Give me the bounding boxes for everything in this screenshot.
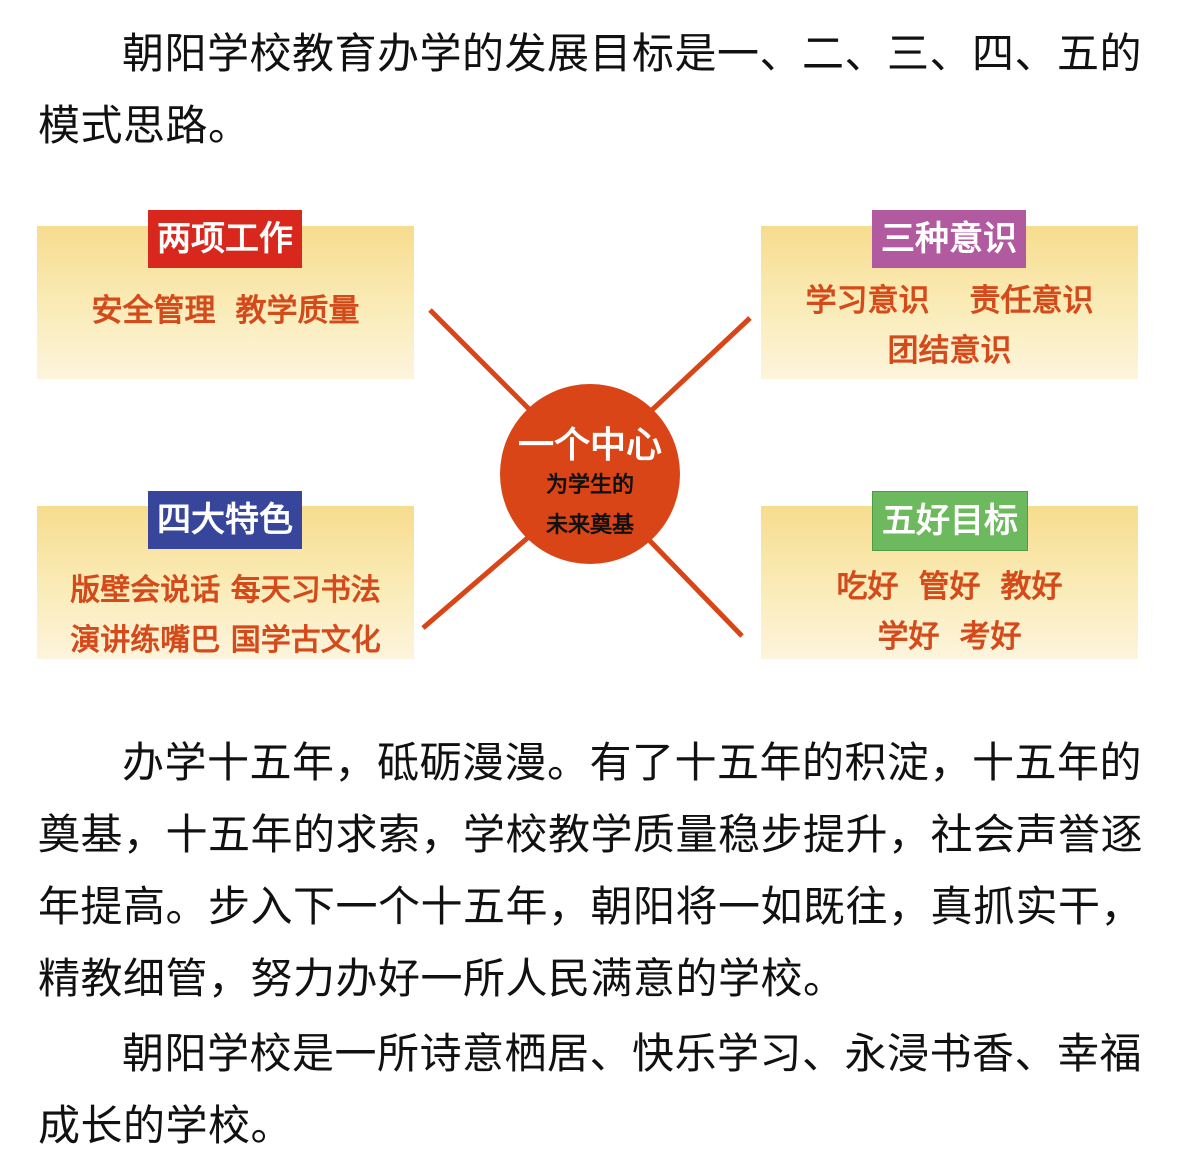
four-features-item: 演讲练嘴巴 bbox=[70, 623, 221, 658]
two-tasks-item: 教学质量 bbox=[235, 293, 360, 329]
history-paragraph: 办学十五年，砥砺漫漫。有了十五年的积淀，十五年的奠基，十五年的求索，学校教学质量… bbox=[38, 727, 1148, 1015]
five-goals-items: 吃好管好教好 学好考好 bbox=[761, 562, 1138, 662]
development-model-diagram: 两项工作 三种意识 四大特色 五好目标 安全管理教学质量 学习意识 责任意识 团结… bbox=[0, 200, 1182, 680]
four-features-item: 国学古文化 bbox=[230, 623, 381, 658]
center-circle: 一个中心 为学生的 未来奠基 bbox=[500, 384, 680, 564]
four-features-item: 版壁会说话 bbox=[70, 573, 221, 608]
five-goals-item: 吃好 bbox=[836, 569, 899, 605]
history-text: 办学十五年，砥砺漫漫。有了十五年的积淀，十五年的奠基，十五年的求索，学校教学质量… bbox=[38, 738, 1144, 1003]
three-awareness-items: 学习意识 责任意识 团结意识 bbox=[761, 276, 1138, 376]
center-title: 一个中心 bbox=[517, 425, 662, 466]
intro-text: 朝阳学校教育办学的发展目标是一、二、三、四、五的模式思路。 bbox=[38, 29, 1143, 150]
three-awareness-item: 团结意识 bbox=[887, 333, 1012, 369]
three-awareness-item: 责任意识 bbox=[969, 283, 1094, 319]
two-tasks-items: 安全管理教学质量 bbox=[37, 286, 414, 336]
two-tasks-item: 安全管理 bbox=[91, 293, 216, 329]
four-features-items: 版壁会说话 每天习书法 演讲练嘴巴 国学古文化 bbox=[37, 566, 414, 666]
center-subtitle-line2: 未来奠基 bbox=[545, 513, 634, 538]
four-features-item: 每天习书法 bbox=[230, 573, 381, 608]
closing-text: 朝阳学校是一所诗意栖居、快乐学习、永浸书香、幸福成长的学校。 bbox=[38, 1029, 1143, 1150]
four-features-label: 四大特色 bbox=[148, 491, 302, 549]
five-goals-item: 学好 bbox=[877, 619, 940, 655]
intro-paragraph: 朝阳学校教育办学的发展目标是一、二、三、四、五的模式思路。 bbox=[38, 18, 1148, 162]
five-goals-item: 管好 bbox=[918, 569, 981, 605]
three-awareness-label: 三种意识 bbox=[872, 210, 1026, 268]
two-tasks-label: 两项工作 bbox=[148, 210, 302, 268]
closing-paragraph: 朝阳学校是一所诗意栖居、快乐学习、永浸书香、幸福成长的学校。 bbox=[38, 1018, 1148, 1162]
five-goals-item: 考好 bbox=[959, 619, 1022, 655]
five-goals-label: 五好目标 bbox=[872, 491, 1028, 551]
three-awareness-item: 学习意识 bbox=[805, 283, 930, 319]
center-subtitle-line1: 为学生的 bbox=[545, 473, 634, 498]
five-goals-item: 教好 bbox=[1000, 569, 1063, 605]
